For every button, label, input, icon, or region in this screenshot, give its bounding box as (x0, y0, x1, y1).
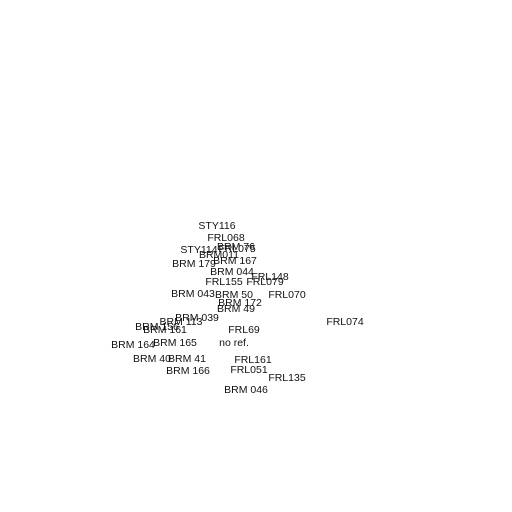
point-label: BRM 172 (218, 297, 262, 309)
point-label: BRM 039 (175, 312, 219, 324)
point-label: STY116 (198, 220, 235, 232)
point-label: BRM 044 (210, 266, 254, 278)
point-label: FRL135 (268, 372, 306, 384)
point-label: BRM 046 (224, 384, 268, 396)
point-label: STY114 (180, 244, 217, 256)
point-label: BRM 76 (217, 241, 255, 253)
point-label: BRM 043 (171, 288, 215, 300)
point-label: BRM 164 (111, 339, 155, 351)
point-label: FRL051 (230, 364, 268, 376)
point-label: BRM 179 (172, 258, 216, 270)
point-label: FRL075 (218, 243, 256, 255)
point-label: BRM 166 (166, 365, 210, 377)
point-label: BRM 49 (217, 303, 255, 315)
point-label: no ref. (219, 337, 249, 349)
point-label: BRM 41 (168, 353, 206, 365)
point-label: FRL070 (268, 289, 306, 301)
point-label: FRL155 (205, 276, 243, 288)
point-label: FRL148 (251, 271, 289, 283)
point-label: BRM 50 (215, 289, 253, 301)
point-label: BRM011 (199, 249, 239, 261)
point-label: BRM 156 (135, 321, 179, 333)
point-label: FRL161 (234, 354, 272, 366)
point-label: BRM 167 (213, 255, 257, 267)
point-label: BRM 161 (143, 324, 187, 336)
point-label: BRM 165 (153, 337, 197, 349)
point-label: FRL69 (228, 324, 260, 336)
point-label: BRM 113 (160, 316, 203, 328)
point-label: BRM 40 (133, 353, 171, 365)
point-label: FRL068 (207, 232, 245, 244)
point-label: FRL074 (326, 316, 364, 328)
point-label: FRL079 (246, 276, 284, 288)
